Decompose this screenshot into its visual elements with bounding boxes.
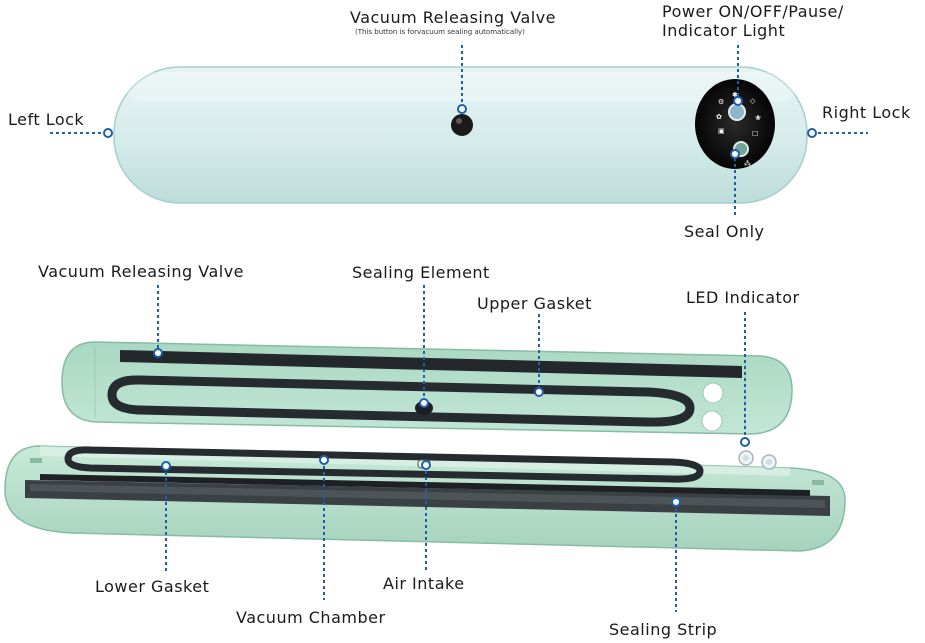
sealing-element-label: Sealing Element <box>352 263 490 282</box>
svg-text:⁂: ⁂ <box>744 160 751 168</box>
vacuum-release-valve-button[interactable] <box>451 114 473 136</box>
svg-text:▣: ▣ <box>718 127 725 135</box>
power-label-line1: Power ON/OFF/Pause/ <box>662 2 844 21</box>
led-lights <box>738 450 777 470</box>
vacuum-releasing-valve-note: (This button is forvacuum sealing automa… <box>355 28 525 36</box>
lid-sealing-strip <box>120 350 742 378</box>
svg-text:✿: ✿ <box>716 113 722 121</box>
seal-only-label: Seal Only <box>684 222 765 241</box>
sealing-strip-label: Sealing Strip <box>609 620 718 639</box>
svg-text:❀: ❀ <box>755 114 761 122</box>
air-intake-label: Air Intake <box>383 574 465 593</box>
vacuum-releasing-valve-top-label: Vacuum Releasing Valve <box>350 8 557 27</box>
svg-text:⚙: ⚙ <box>718 98 724 106</box>
power-label-line2: Indicator Light <box>662 21 786 40</box>
svg-text:✱: ✱ <box>732 91 738 99</box>
panel-icons: ⚙ ◇ ✿ ❀ ▣ ☐ ✱ ⁂ <box>716 91 761 168</box>
vacuum-chamber-label: Vacuum Chamber <box>236 608 386 627</box>
upper-gasket-label: Upper Gasket <box>477 294 592 313</box>
leader-lines <box>50 45 868 612</box>
control-panel <box>695 79 775 169</box>
open-sealer-lid <box>61 341 793 435</box>
upper-gasket-shape <box>107 375 695 427</box>
leader-dots <box>103 96 817 507</box>
closed-sealer-top-view: ⚙ ◇ ✿ ❀ ▣ ☐ ✱ ⁂ <box>113 66 808 204</box>
left-lock-label: Left Lock <box>8 110 85 129</box>
vacuum-releasing-valve-inner-label: Vacuum Releasing Valve <box>38 262 245 281</box>
lower-gasket-label: Lower Gasket <box>95 577 210 596</box>
power-button[interactable] <box>728 103 746 121</box>
right-lock-label: Right Lock <box>822 103 911 122</box>
lower-gasket-shape <box>64 446 704 483</box>
led-indicator-label: LED Indicator <box>686 288 800 307</box>
svg-text:◇: ◇ <box>750 97 756 105</box>
svg-text:☐: ☐ <box>752 130 758 138</box>
